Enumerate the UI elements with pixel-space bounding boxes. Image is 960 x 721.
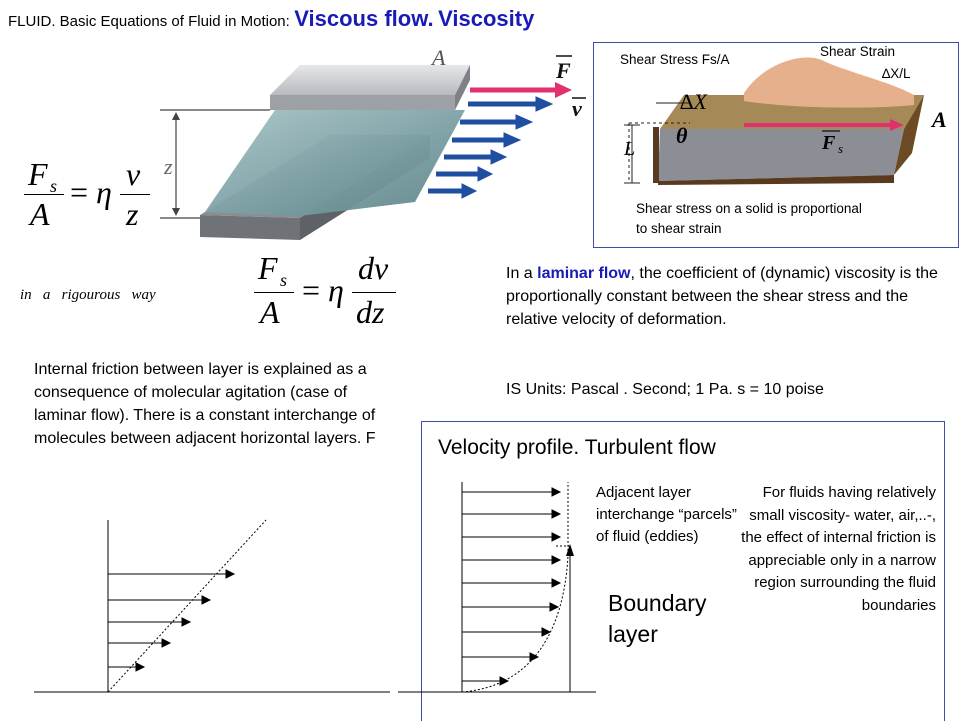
eq2-rhs-num: dv	[358, 250, 389, 286]
turbulent-flow-panel: Velocity profile. Turbulent flow Adjacen…	[421, 421, 945, 721]
eq2-sub: s	[280, 270, 288, 290]
shear-solid-inset: ∆X L θ F s A Shear Stress Fs/A Shear Str…	[593, 42, 959, 248]
shear-block-figure: ∆X L θ F s A	[623, 57, 947, 185]
laminar-profile-line	[107, 519, 267, 693]
eq2-num: F	[258, 250, 278, 286]
hand-shape	[744, 57, 914, 108]
velocity-arrows	[428, 96, 554, 199]
turbulent-profile-diagram	[398, 482, 596, 693]
fluid-layer	[205, 110, 465, 216]
fluids-paragraph: For fluids having relatively small visco…	[741, 484, 936, 614]
si-units: IS Units: Pascal . Second; 1 Pa. s = 10 …	[506, 381, 824, 398]
equation-differential: F s A = η dv dz	[252, 250, 402, 340]
eq2-rhs-den: dz	[356, 294, 385, 330]
fs-label: F	[821, 132, 836, 154]
force-arrow	[555, 82, 572, 98]
eq1-den: A	[30, 196, 50, 232]
title-colon: :	[285, 13, 290, 30]
internal-friction-paragraph: Internal friction between layer is expla…	[34, 361, 376, 447]
title-dot: .	[427, 6, 434, 31]
inset-area-label: A	[930, 107, 947, 132]
delta-x-label: ∆X	[680, 89, 708, 114]
eq1-num: F	[28, 156, 48, 192]
eq1-rhs-den: z	[126, 196, 139, 232]
plate-area-label: A	[430, 45, 446, 70]
turbulent-arrows	[462, 487, 562, 686]
eq1-equals: =	[70, 174, 89, 210]
eq2-den: A	[260, 294, 280, 330]
rigorous-way-text: in a rigourous way	[20, 287, 156, 303]
theta-label: θ	[676, 123, 688, 148]
turbulent-profile-curve	[461, 482, 569, 693]
laminar-highlight: laminar flow	[537, 265, 631, 282]
top-plate	[270, 65, 470, 95]
force-label: F	[555, 58, 571, 83]
eq2-equals: =	[302, 272, 321, 308]
eq1-rhs-num: v	[126, 156, 141, 192]
laminar-profile-diagram	[34, 519, 390, 693]
fs-sub-label: s	[838, 141, 843, 156]
eq2-eta: η	[328, 272, 344, 308]
laminar-arrows	[108, 569, 236, 672]
shear-stress-label: Shear Stress Fs/A	[620, 52, 730, 67]
title-main: Viscous flow	[294, 6, 428, 31]
inset-caption: Shear stress on a solid is proportional …	[636, 201, 862, 236]
eddies-text: Adjacent layer interchange “parcels” of …	[596, 484, 737, 545]
L-label: L	[623, 138, 635, 160]
z-label: z	[163, 154, 173, 179]
title-sub: Viscosity	[438, 6, 535, 31]
laminar-text-before: In a	[506, 265, 538, 282]
laminar-text-after: , the coefficient of (dynamic) viscosity…	[506, 265, 938, 328]
page-title: FLUID. Basic Equations of Fluid in Motio…	[8, 6, 534, 32]
velocity-label: v	[572, 96, 582, 121]
shear-strain-formula: ∆X/L	[882, 66, 911, 81]
title-prefix: FLUID. Basic Equations of Fluid in Motio…	[8, 13, 286, 30]
laminar-paragraph: In a laminar flow, the coefficient of (d…	[506, 262, 958, 331]
boundary-layer-label: Boundary layer	[608, 590, 707, 647]
shear-strain-label: Shear Strain	[820, 44, 896, 59]
viscous-flow-figure: A F v z	[160, 45, 586, 240]
eq1-sub: s	[50, 176, 58, 196]
turbulent-heading: Velocity profile. Turbulent flow	[438, 436, 716, 459]
eq1-eta: η	[96, 174, 112, 210]
equation-simple: F s A = η v z	[22, 156, 152, 236]
